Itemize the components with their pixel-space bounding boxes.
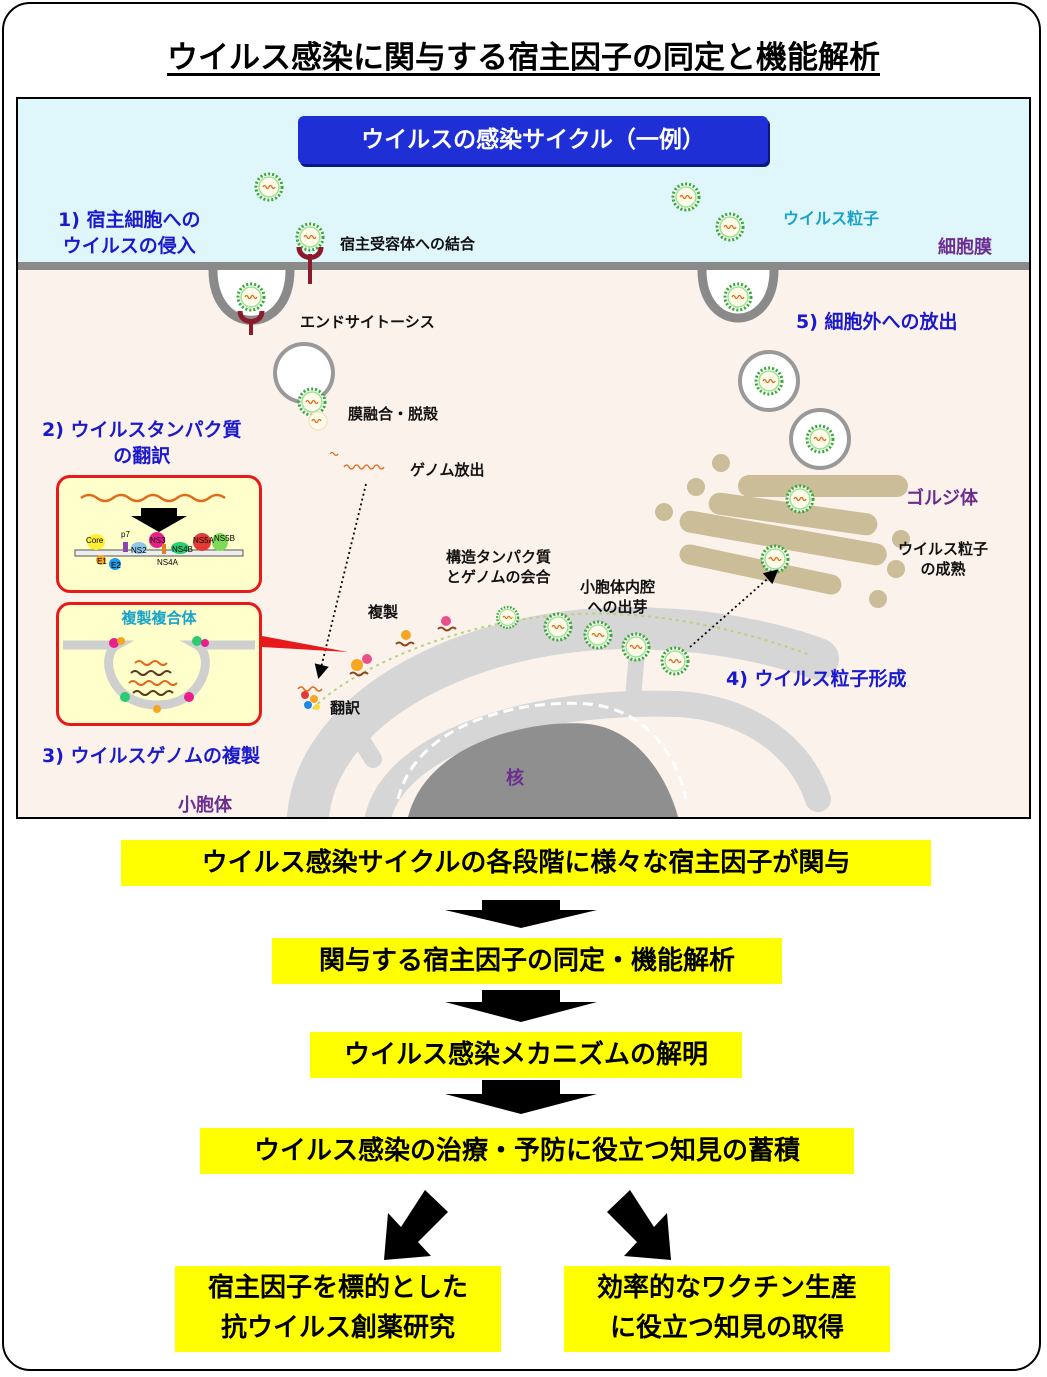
step-replication-label: 3) ウイルスゲノムの複製 <box>42 745 260 767</box>
flow-step-2: 関与する宿主因子の同定・機能解析 <box>272 938 782 984</box>
outcome-vaccine: 効率的なワクチン生産 に役立つ知見の取得 <box>564 1266 890 1352</box>
polyprotein-inset: Core p7 NS3 NS4B NS5A NS5B NS2 NS4A E1 E… <box>56 475 262 593</box>
step-entry-label: 1) 宿主細胞への ウイルスの侵入 <box>58 207 201 259</box>
virus-particle <box>715 212 745 242</box>
flow-arrow-left <box>384 1190 448 1260</box>
virus-particle <box>723 282 753 312</box>
assembly-line2: とゲノムの会合 <box>446 568 551 586</box>
protein-ns3: NS3 <box>150 536 166 545</box>
step-release-label: 5) 細胞外への放出 <box>796 311 958 333</box>
assembly-line1: 構造タンパク質 <box>446 548 552 566</box>
step-translation-label: 2) ウイルスタンパク質 の翻訳 <box>42 417 242 469</box>
virus-particle <box>254 172 284 202</box>
nucleus <box>408 723 678 817</box>
genome-to-translation-arrow <box>314 483 367 679</box>
virus-particle <box>297 387 327 417</box>
infection-cycle-diagram: ウイルスの感染サイクル（一例） 1) 宿主細胞への ウイルスの侵入 ウイルス粒子… <box>16 97 1031 819</box>
replication-complex-inset: 複製複合体 <box>56 602 262 726</box>
fusion-label: 膜融合・脱殻 <box>348 405 439 423</box>
flow-step-3: ウイルス感染メカニズムの解明 <box>310 1032 742 1078</box>
step-translation-line2: の翻訳 <box>113 445 171 467</box>
cycle-title: ウイルスの感染サイクル（一例） <box>298 116 768 164</box>
step-translation-line1: 2) ウイルスタンパク質 <box>42 419 242 441</box>
flow-arrow-2 <box>445 990 597 1022</box>
outcome-left-line2: 抗ウイルス創薬研究 <box>220 1313 455 1343</box>
replication-sites <box>349 616 457 677</box>
assembly-label: 構造タンパク質 とゲノムの会合 <box>446 547 551 587</box>
polyprotein-illustration <box>74 493 244 570</box>
replication-complex-label: 複製複合体 <box>121 609 197 627</box>
protein-ns5b: NS5B <box>214 534 235 543</box>
genome-release-label: ゲノム放出 <box>410 461 485 479</box>
virus-particle <box>621 632 651 662</box>
cell-membrane-label: 細胞膜 <box>938 237 992 258</box>
replication-complex-illustration <box>63 636 255 713</box>
virus-particle <box>671 182 701 212</box>
maturation-label: ウイルス粒子 の成熟 <box>898 539 988 579</box>
translation-short-label: 翻訳 <box>330 699 361 717</box>
golgi-label: ゴルジ体 <box>906 488 978 509</box>
budding-line1: 小胞体内腔 <box>580 578 656 596</box>
receptor-binding-label: 宿主受容体への結合 <box>340 235 476 253</box>
outcome-drug-discovery: 宿主因子を標的とした 抗ウイルス創薬研究 <box>175 1266 501 1352</box>
budding-label: 小胞体内腔 への出芽 <box>580 577 655 617</box>
virus-particle <box>496 605 520 629</box>
protein-e1: E1 <box>97 557 107 566</box>
maturation-line1: ウイルス粒子 <box>898 540 989 558</box>
outcome-left-line1: 宿主因子を標的とした <box>207 1273 468 1303</box>
virus-particle <box>754 366 784 396</box>
protein-ns4b: NS4B <box>172 545 193 554</box>
virus-particle <box>583 620 613 650</box>
golgi <box>655 454 910 608</box>
flow-arrow-1 <box>445 900 597 928</box>
nucleus-label: 核 <box>506 768 524 789</box>
protein-ns5a: NS5A <box>193 536 214 545</box>
outcome-right-line1: 効率的なワクチン生産 <box>596 1273 857 1303</box>
inset-pointer <box>262 636 348 652</box>
virus-particle <box>785 484 815 514</box>
protein-ns2: NS2 <box>131 546 147 555</box>
step-entry-line1: 1) 宿主細胞への <box>58 209 201 231</box>
protein-p7: p7 <box>121 530 130 539</box>
outcome-right-line2: に役立つ知見の取得 <box>609 1313 844 1343</box>
protein-ns4a: NS4A <box>157 558 178 567</box>
protein-core: Core <box>86 536 104 545</box>
flow-arrow-right <box>607 1190 671 1260</box>
virus-particle <box>660 646 690 676</box>
virus-particle <box>295 222 325 252</box>
step-entry-line2: ウイルスの侵入 <box>62 235 196 257</box>
page-title: ウイルス感染に関与する宿主因子の同定と機能解析 <box>167 40 880 76</box>
virus-particle-label: ウイルス粒子 <box>783 209 880 228</box>
maturation-line2: の成熟 <box>920 560 966 578</box>
replication-short-label: 複製 <box>368 603 399 621</box>
virus-particle <box>236 282 266 312</box>
protein-e2: E2 <box>111 561 121 570</box>
endocytosis-label: エンドサイトーシス <box>300 313 435 331</box>
translation-site <box>297 686 323 710</box>
budding-line2: への出芽 <box>587 598 648 616</box>
flow-arrows <box>384 900 671 1260</box>
cell-membrane <box>18 262 1029 270</box>
flow-arrow-3 <box>445 1080 597 1114</box>
virus-particle <box>760 544 790 574</box>
er-to-golgi-arrow <box>689 569 779 648</box>
flow-step-4: ウイルス感染の治療・予防に役立つ知見の蓄積 <box>200 1128 854 1174</box>
virus-particle <box>543 612 573 642</box>
flow-step-1: ウイルス感染サイクルの各段階に様々な宿主因子が関与 <box>121 840 931 886</box>
step-formation-label: 4) ウイルス粒子形成 <box>726 668 907 690</box>
virus-particle <box>805 424 835 454</box>
er-label: 小胞体 <box>178 795 232 816</box>
